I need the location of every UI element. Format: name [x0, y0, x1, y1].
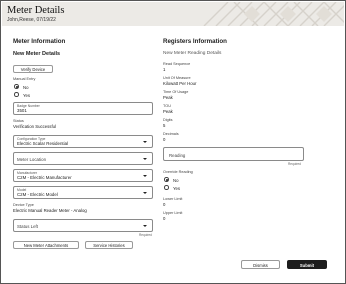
- override-reading-no-radio[interactable]: [164, 177, 169, 182]
- meter-location-select[interactable]: Meter Location: [13, 152, 153, 165]
- meter-location-placeholder: Meter Location: [17, 157, 47, 162]
- override-reading-label: Override Reading: [163, 170, 193, 174]
- service-histories-button[interactable]: Service Histories: [85, 241, 133, 249]
- manufacturer-label: Manufacturer: [17, 171, 37, 175]
- device-type-value: Electric Manual Reader Meter - Analog: [13, 208, 87, 213]
- read-sequence-value: 1: [163, 67, 166, 72]
- reading-input[interactable]: Reading: [163, 147, 304, 161]
- dismiss-button[interactable]: Dismiss: [241, 260, 280, 269]
- badge-number-label: Badge Number: [17, 104, 40, 108]
- upper-limit-value: 0: [163, 216, 166, 221]
- configuration-type-select[interactable]: Configuration Type Electric Scalar Resid…: [13, 135, 153, 148]
- override-reading-yes-radio[interactable]: [164, 185, 169, 190]
- tou-value: Peak: [163, 109, 173, 114]
- new-meter-attachments-button[interactable]: New Meter Attachments: [13, 241, 79, 249]
- reading-placeholder: Reading: [169, 152, 186, 158]
- chevron-down-icon: [143, 141, 147, 143]
- manual-entry-no-label: No: [23, 84, 29, 90]
- meter-information-title: Meter Information: [13, 38, 66, 45]
- status-left-select[interactable]: Status Left: [13, 219, 153, 232]
- chevron-down-icon: [143, 225, 147, 227]
- override-reading-yes-label: Yes: [173, 185, 181, 191]
- unit-of-measure-label: Unit Of Measure: [163, 76, 191, 80]
- unit-of-measure-value: Kilowatt Per Hour: [163, 81, 197, 86]
- status-left-required: Required: [139, 233, 152, 237]
- manufacturer-select[interactable]: Manufacturer C2M - Electric Manufacturer: [13, 169, 153, 182]
- model-select[interactable]: Model C2M - Electric Model: [13, 186, 153, 199]
- manufacturer-value: C2M - Electric Manufacturer: [17, 175, 72, 180]
- digits-value: 5: [163, 123, 166, 128]
- configuration-type-label: Configuration Type: [17, 137, 46, 141]
- status-left-placeholder: Status Left: [17, 224, 38, 229]
- decimals-label: Decimals: [163, 132, 179, 136]
- decorative-pattern: [203, 2, 344, 26]
- tou-label: TOU: [163, 104, 171, 108]
- manual-entry-yes-radio[interactable]: [14, 92, 19, 97]
- status-value: Verification Successful: [13, 124, 56, 129]
- reading-required: Required: [288, 162, 301, 166]
- badge-number-value: 3501: [17, 108, 27, 113]
- configuration-type-value: Electric Scalar Residential: [17, 141, 69, 146]
- new-meter-reading-details-title: New Meter Reading Details: [163, 51, 222, 56]
- digits-label: Digits: [163, 118, 173, 122]
- model-label: Model: [17, 188, 27, 192]
- new-meter-details-title: New Meter Details: [13, 51, 61, 57]
- lower-limit-value: 0: [163, 202, 166, 207]
- model-value: C2M - Electric Model: [17, 192, 58, 197]
- upper-limit-label: Upper Limit: [163, 211, 183, 215]
- decimals-value: 0: [163, 137, 166, 142]
- manual-entry-label: Manual Entry: [13, 77, 36, 81]
- manual-entry-no-radio[interactable]: [14, 84, 19, 89]
- status-label: Status: [13, 119, 24, 123]
- chevron-down-icon: [143, 175, 147, 177]
- lower-limit-label: Lower Limit: [163, 197, 183, 201]
- page-subtitle: John,Reese, 07/19/22: [7, 17, 56, 23]
- header-banner: Meter Details John,Reese, 07/19/22: [2, 2, 344, 26]
- device-type-label: Device Type: [13, 203, 34, 207]
- badge-number-field[interactable]: Badge Number 3501: [13, 102, 153, 115]
- manual-entry-yes-label: Yes: [23, 92, 31, 98]
- submit-button[interactable]: Submit: [287, 260, 327, 269]
- registers-information-title: Registers Information: [163, 38, 227, 45]
- read-sequence-label: Read Sequence: [163, 62, 191, 66]
- time-of-usage-value: Peak: [163, 95, 173, 100]
- page-title: Meter Details: [7, 5, 65, 16]
- time-of-usage-label: Time Of Usage: [163, 90, 189, 94]
- chevron-down-icon: [143, 192, 147, 194]
- verify-device-button[interactable]: Verify Device: [13, 65, 53, 73]
- override-reading-no-label: No: [173, 177, 179, 183]
- chevron-down-icon: [143, 158, 147, 160]
